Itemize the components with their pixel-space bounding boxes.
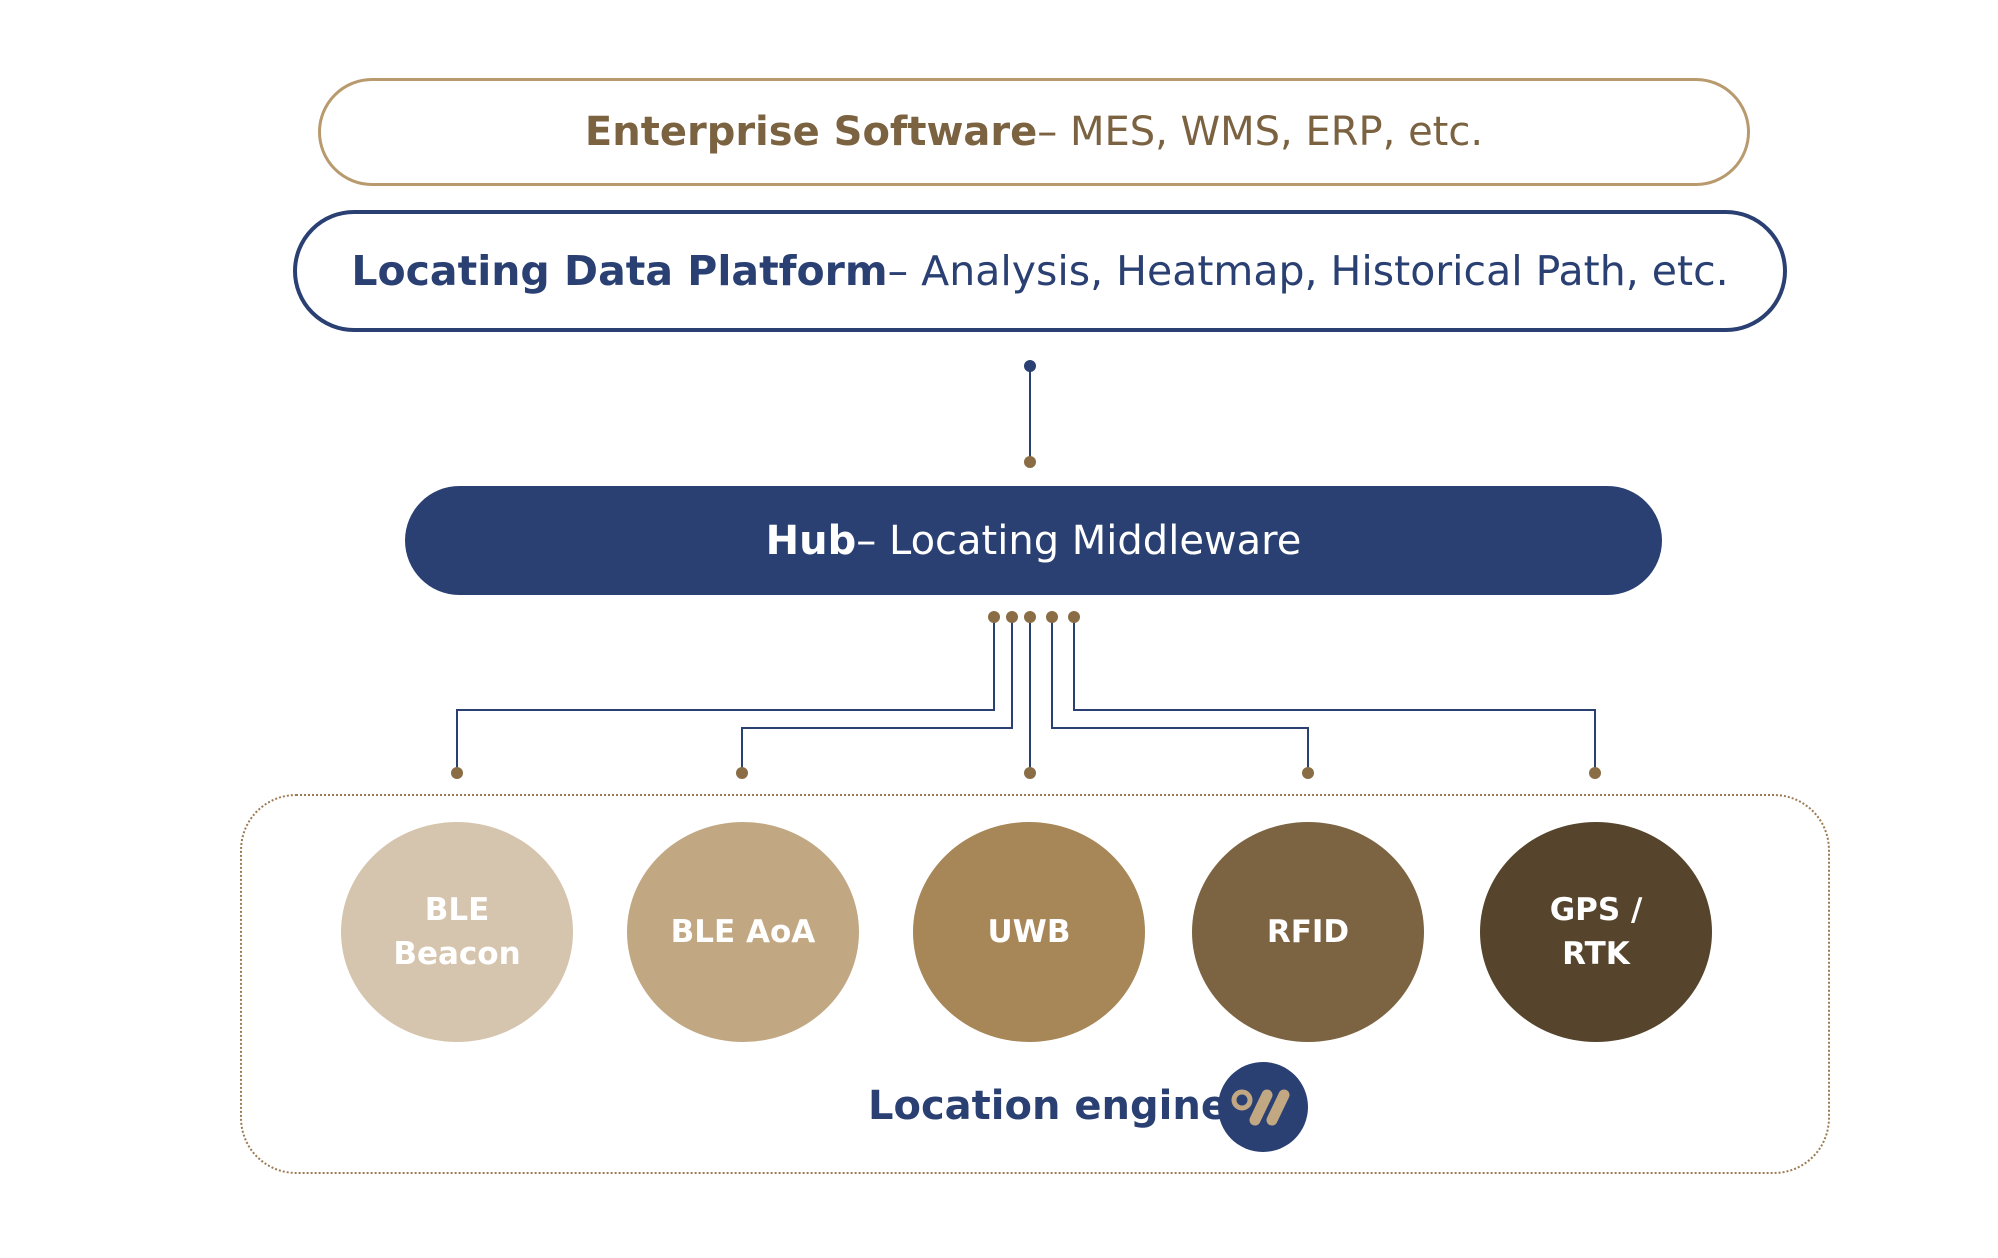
connector-ble-aoa bbox=[741, 617, 1013, 773]
enterprise-software-layer: Enterprise Software – MES, WMS, ERP, etc… bbox=[318, 78, 1750, 186]
connector-dot bbox=[1006, 611, 1018, 623]
locating-data-platform-title: Locating Data Platform bbox=[351, 247, 888, 295]
connector-dot bbox=[1024, 360, 1036, 372]
connector-dot bbox=[1589, 767, 1601, 779]
tech-ble-aoa: BLE AoA bbox=[627, 822, 859, 1042]
location-engine-label: Location engine bbox=[868, 1083, 1228, 1129]
connector-dot bbox=[1024, 456, 1036, 468]
tech-uwb: UWB bbox=[913, 822, 1145, 1042]
locating-data-platform-layer: Locating Data Platform – Analysis, Heatm… bbox=[293, 210, 1787, 332]
connector-dot bbox=[1302, 767, 1314, 779]
tech-rfid: RFID bbox=[1192, 822, 1424, 1042]
connector-dot bbox=[1068, 611, 1080, 623]
hub-layer: Hub – Locating Middleware bbox=[405, 486, 1662, 595]
tech-ble-beacon: BLE Beacon bbox=[341, 822, 573, 1042]
connector-gps-rtk bbox=[1073, 617, 1596, 773]
connector-dot bbox=[1046, 611, 1058, 623]
connector-dot bbox=[1024, 611, 1036, 623]
connector-dot bbox=[988, 611, 1000, 623]
connector-dot bbox=[1024, 767, 1036, 779]
location-engine-logo-icon bbox=[1218, 1062, 1308, 1152]
connector-dot bbox=[736, 767, 748, 779]
tech-gps-rtk: GPS / RTK bbox=[1480, 822, 1712, 1042]
locating-data-platform-detail: – Analysis, Heatmap, Historical Path, et… bbox=[887, 247, 1729, 295]
hub-detail: – Locating Middleware bbox=[856, 517, 1302, 564]
connector-dot bbox=[451, 767, 463, 779]
enterprise-software-title: Enterprise Software bbox=[584, 109, 1038, 155]
connector-ble-beacon bbox=[456, 617, 995, 773]
connector-rfid bbox=[1051, 617, 1309, 773]
enterprise-software-detail: – MES, WMS, ERP, etc. bbox=[1037, 109, 1484, 155]
location-engine-container bbox=[240, 794, 1830, 1174]
hub-title: Hub bbox=[765, 517, 857, 564]
